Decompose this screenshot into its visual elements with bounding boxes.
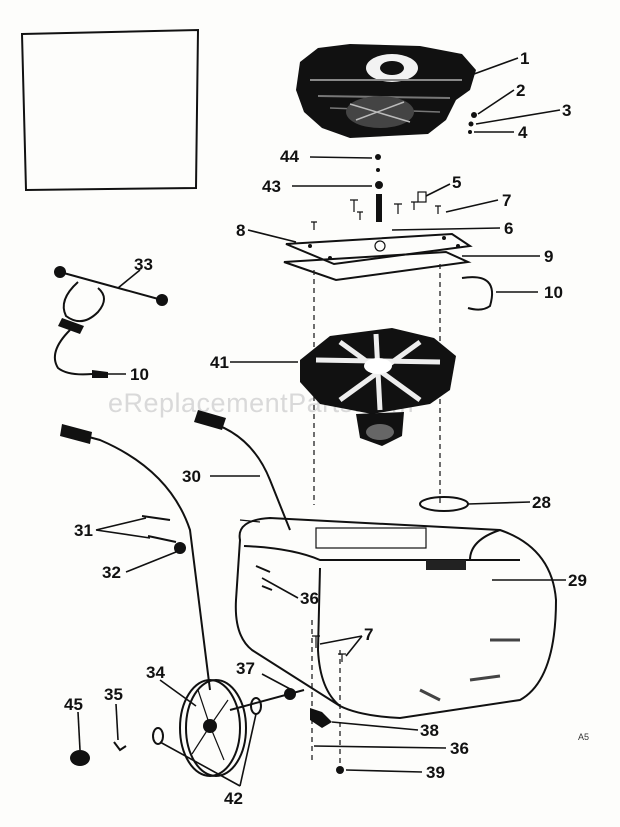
part-label: 31 [74,521,93,540]
part-labels: 1 2 3 4 44 43 5 7 8 6 9 33 10 10 41 30 2… [64,49,587,808]
part-label: 39 [426,763,445,782]
leader-lines [77,57,566,787]
tank-housing [234,516,558,720]
part-label: 45 [64,695,83,714]
corner-mark: A5 [578,732,589,742]
part-label: 9 [544,247,553,266]
handle-bar-with-hose [54,266,168,378]
part-label: 29 [568,571,587,590]
tank-cap [419,496,469,512]
part-label: 33 [134,255,153,274]
part-label: 7 [364,625,373,644]
motor-head [296,44,476,138]
wheel [179,679,247,777]
gasket [283,250,472,282]
part-label: 44 [280,147,299,166]
part-label: 4 [518,123,528,142]
part-label: 10 [544,283,563,302]
head-plate [285,232,473,266]
part-label: 36 [450,739,469,758]
part-label: 5 [452,173,461,192]
part-label: 8 [236,221,245,240]
blank-inset-box [20,28,200,192]
part-label: 7 [502,191,511,210]
part-label: 36 [300,589,319,608]
part-label: 41 [210,353,229,372]
part-label: 10 [130,365,149,384]
part-label: 37 [236,659,255,678]
part-label: 32 [102,563,121,582]
part-label: 35 [104,685,123,704]
hub-cap [70,750,90,766]
part-label: 42 [224,789,243,808]
part-label: 38 [420,721,439,740]
part-label: 30 [182,467,201,486]
part-label: 2 [516,81,525,100]
part-label: 3 [562,101,571,120]
part-label: 34 [146,663,165,682]
part-label: 43 [262,177,281,196]
part-label: 28 [532,493,551,512]
part-label: 6 [504,219,513,238]
cart-handle [60,410,291,691]
valve-assembly [300,328,456,446]
part-label: 1 [520,49,529,68]
